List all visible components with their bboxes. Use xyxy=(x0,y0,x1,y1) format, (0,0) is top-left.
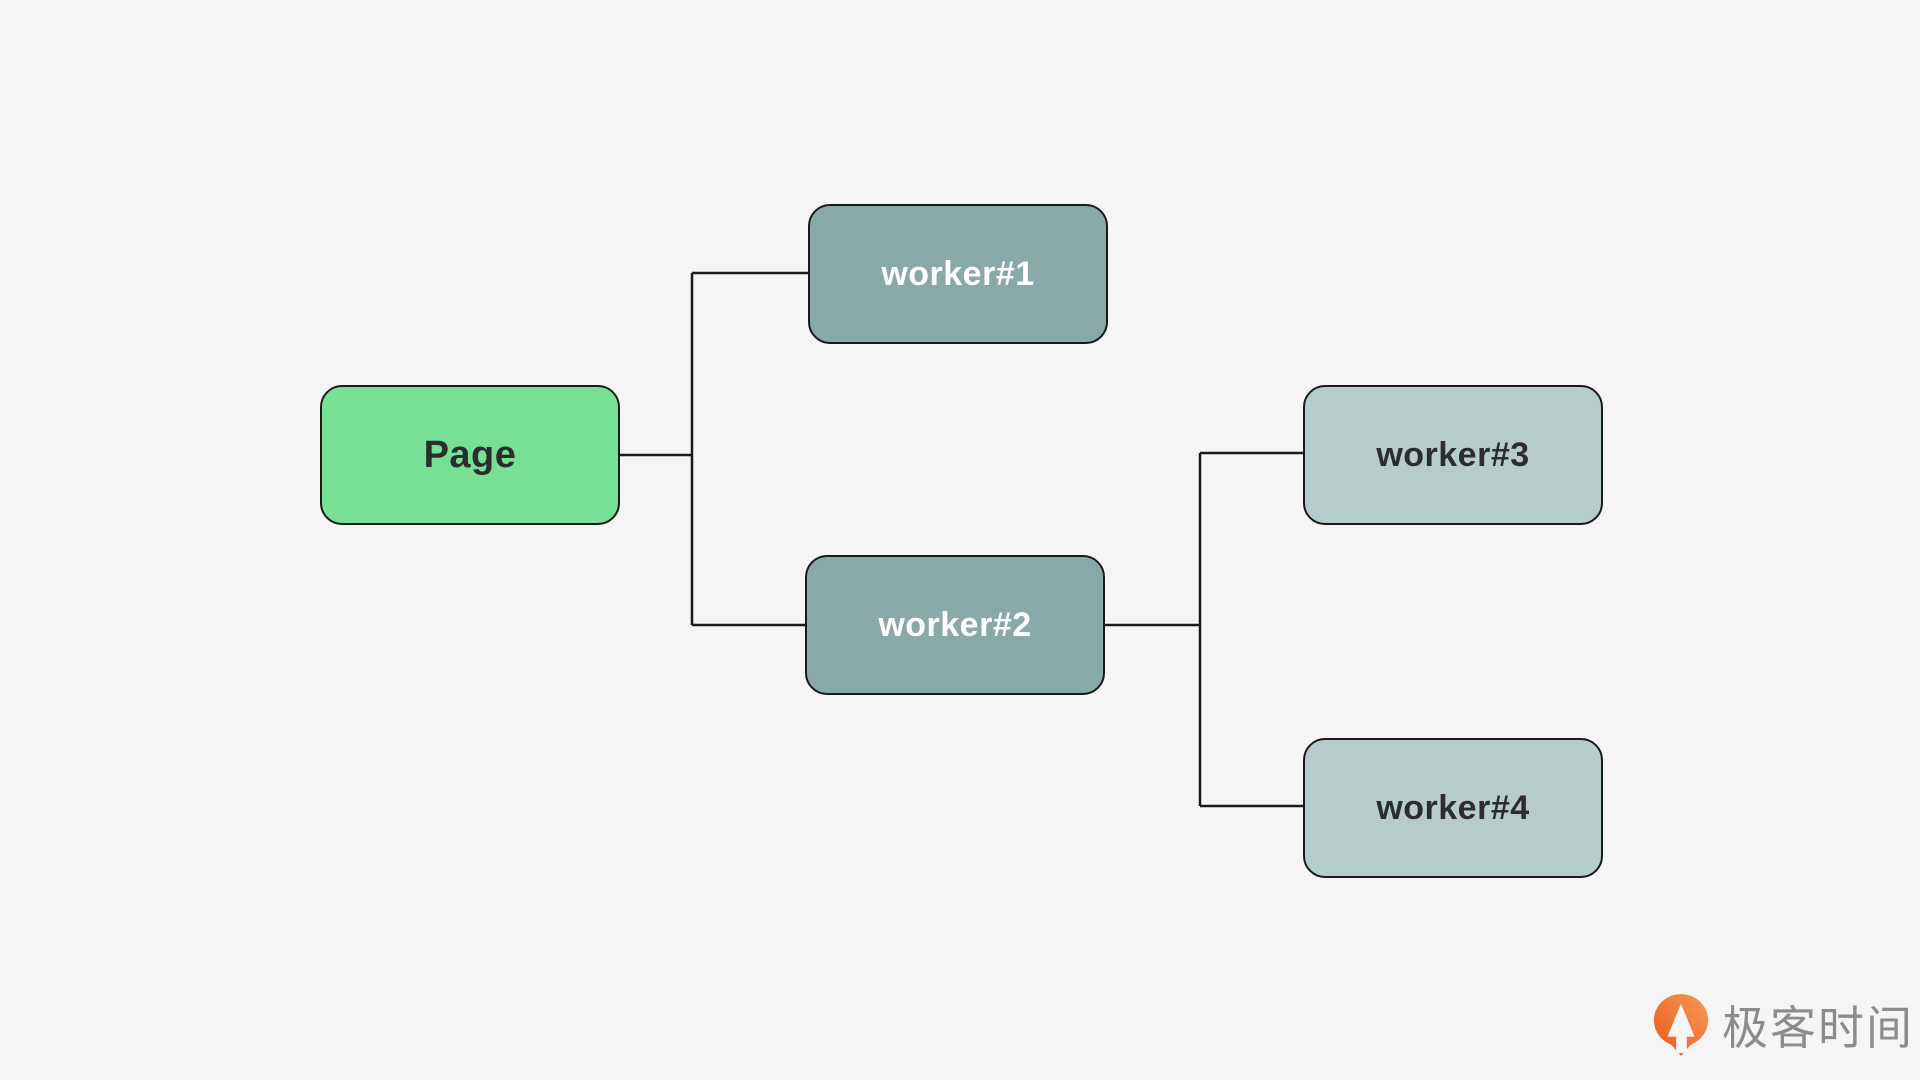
edge-page-to-workers xyxy=(620,271,808,627)
node-worker2: worker#2 xyxy=(805,555,1105,695)
node-page: Page xyxy=(320,385,620,525)
brand-name: 极客时间 xyxy=(1722,1002,1914,1054)
node-worker2-label: worker#2 xyxy=(878,605,1032,644)
node-worker1: worker#1 xyxy=(808,204,1108,344)
node-worker3: worker#3 xyxy=(1303,385,1603,525)
node-worker4: worker#4 xyxy=(1303,738,1603,878)
node-worker1-label: worker#1 xyxy=(881,254,1035,293)
node-worker3-label: worker#3 xyxy=(1376,435,1530,474)
node-worker4-label: worker#4 xyxy=(1376,788,1530,827)
geektime-pin-icon xyxy=(1653,994,1709,1056)
node-page-label: Page xyxy=(423,433,517,476)
edge-worker2-to-workers xyxy=(1105,451,1303,808)
brand-watermark: 极客时间 xyxy=(1652,992,1914,1058)
